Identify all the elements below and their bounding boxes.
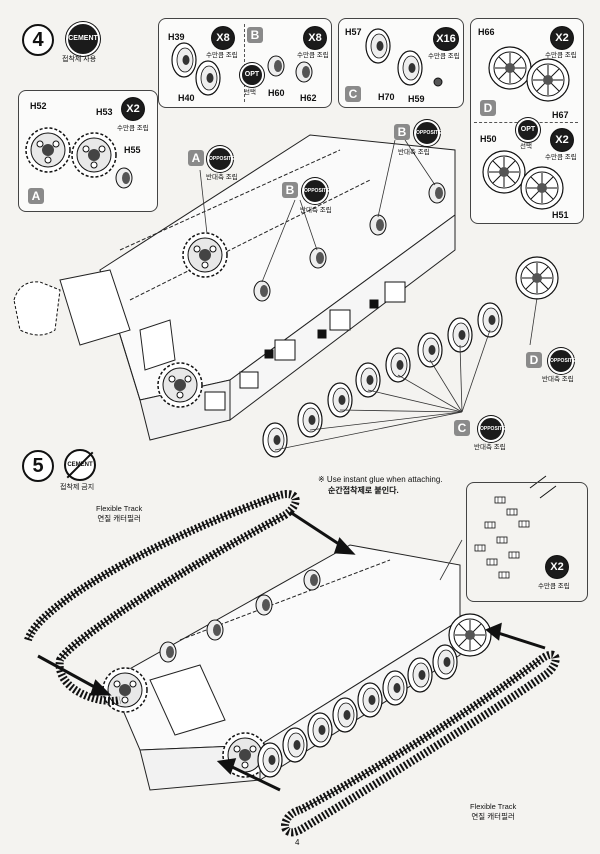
qty-x8-badge-2: X8: [304, 27, 326, 49]
callout-c-letter: C: [454, 420, 470, 436]
callout-a-caption: 반대측 조립: [206, 174, 238, 181]
page-number: 4: [295, 838, 300, 847]
idler-h50-icon: [482, 150, 526, 194]
qty-x8-badge: X8: [212, 27, 234, 49]
callout-b2-caption: 반대측 조립: [398, 149, 430, 156]
roller-h57-icon: [365, 28, 391, 64]
sub-assembly-d-letter: D: [480, 100, 496, 116]
idler-h51-icon: [520, 166, 564, 210]
callout-b-caption: 반대측 조립: [300, 207, 332, 214]
left-track-label-ko: 연질 캐터필러: [97, 514, 141, 523]
qty-caption: 수만큼 조립: [117, 125, 149, 132]
left-track-label: Flexible Track 연질 캐터필러: [96, 504, 142, 524]
box-b-divider: [244, 24, 245, 102]
part-h55-label: H55: [124, 145, 141, 155]
cement-caption: 접착제 사용: [62, 56, 97, 63]
part-h67-label: H67: [552, 110, 569, 120]
callout-b2-letter: B: [394, 124, 410, 140]
qty-x16-badge: X16: [434, 28, 458, 50]
step-4-number: 4: [22, 24, 54, 56]
roller-h70-icon: [397, 50, 423, 86]
left-track-label-en: Flexible Track: [96, 504, 143, 513]
idler-h67-icon: [526, 58, 570, 102]
part-h70-label: H70: [378, 92, 395, 102]
callout-c-opposite-badge: OPPOSITE: [478, 416, 506, 442]
qty-x2-badge: X2: [551, 27, 573, 49]
callout-d-opposite-badge: OPPOSITE: [548, 348, 576, 374]
part-h51-label: H51: [552, 210, 569, 220]
right-track-label-en: Flexible Track: [470, 802, 517, 811]
callout-a-opposite-badge: OPPOSITE: [207, 146, 235, 172]
part-h50-label: H50: [480, 134, 497, 144]
part-h52-label: H52: [30, 101, 47, 111]
callout-b-letter: B: [282, 182, 298, 198]
sub-assembly-a-letter: A: [28, 188, 44, 204]
opt-caption: 선택: [244, 89, 256, 96]
no-cement-caption: 접착제 금지: [60, 484, 95, 491]
part-h60-label: H60: [268, 88, 285, 98]
wheel-h40-icon: [195, 60, 221, 96]
part-h39-label: H39: [168, 32, 185, 42]
hub-h55-icon: [115, 167, 133, 189]
callout-d-caption: 반대측 조립: [542, 376, 574, 383]
part-h62-label: H62: [300, 93, 317, 103]
qty-caption: 수만큼 조립: [206, 52, 238, 59]
wheel-h60-icon: [267, 55, 285, 77]
glue-note-en: ※ Use instant glue when attaching.: [318, 475, 443, 484]
wheel-h39-icon: [171, 42, 197, 78]
glue-note-ko: 순간접착제로 붙인다.: [328, 486, 399, 495]
no-cement-icon: CEMENT: [64, 449, 96, 481]
part-h53-label: H53: [96, 107, 113, 117]
step-5-number: 5: [22, 450, 54, 482]
sub-assembly-c-letter: C: [345, 86, 361, 102]
track-detail-box: [466, 482, 588, 602]
glue-note: ※ Use instant glue when attaching. 순간접착제…: [318, 474, 443, 496]
left-track-stub: [13, 281, 61, 336]
callout-b-opposite-badge: OPPOSITE: [302, 178, 330, 204]
qty-caption: 수만큼 조립: [545, 52, 577, 59]
qty-x2-badge: X2: [122, 98, 144, 120]
callout-b2-opposite-badge: OPPOSITE: [414, 120, 442, 146]
idler-h66-icon: [488, 46, 532, 90]
part-h40-label: H40: [178, 93, 195, 103]
right-track-label-ko: 연질 캐터필러: [471, 812, 515, 821]
cement-badge: CEMENT: [66, 22, 100, 56]
right-flexible-track: [281, 650, 560, 837]
qty-caption-2: 수만큼 조립: [545, 154, 577, 161]
qty-x2-badge-2: X2: [551, 129, 573, 151]
callout-c-caption: 반대측 조립: [474, 444, 506, 451]
sprocket-h53-icon: [71, 132, 117, 178]
detail-qty-x2-badge: X2: [546, 556, 568, 578]
right-track-label: Flexible Track 연질 캐터필러: [470, 802, 516, 822]
sprocket-h52-icon: [25, 127, 71, 173]
part-h57-label: H57: [345, 27, 362, 37]
opt-badge: OPT: [516, 118, 540, 142]
part-h66-label: H66: [478, 27, 495, 37]
part-h59-label: H59: [408, 94, 425, 104]
callout-a-letter: A: [188, 150, 204, 166]
opt-badge: OPT: [240, 63, 264, 87]
callout-d-letter: D: [526, 352, 542, 368]
wheel-h62-icon: [295, 61, 313, 83]
qty-caption-2: 수만큼 조립: [297, 52, 329, 59]
qty-caption: 수만큼 조립: [428, 53, 460, 60]
detail-qty-caption: 수만큼 조립: [538, 583, 570, 590]
opt-caption: 선택: [520, 143, 532, 150]
sub-assembly-b-letter: B: [247, 27, 263, 43]
